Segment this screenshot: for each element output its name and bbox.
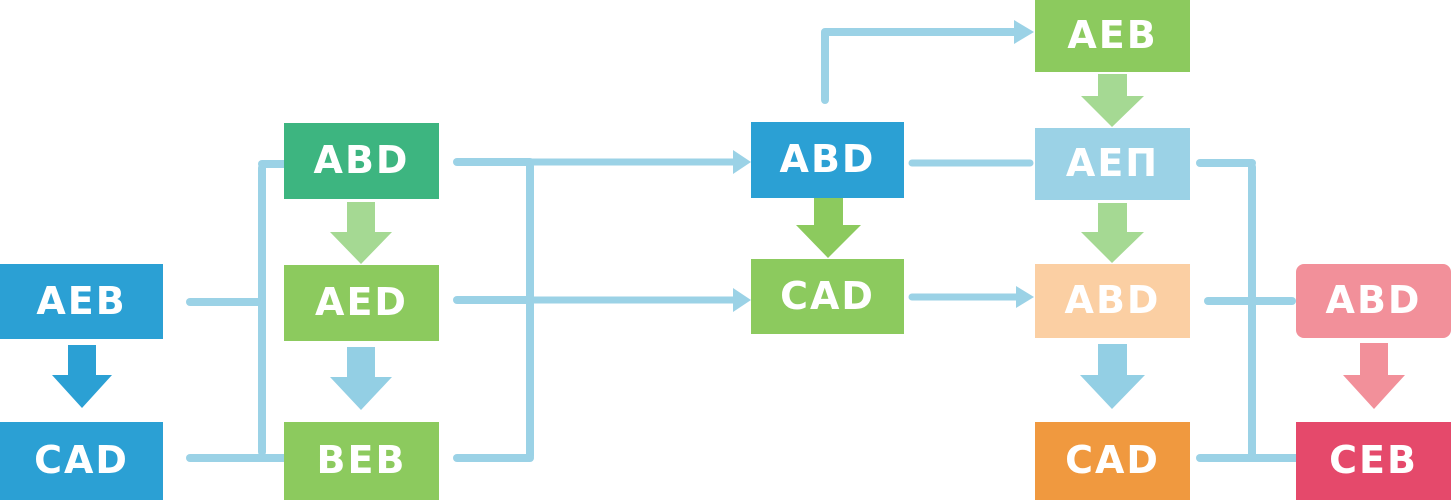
node-abd-col5-middle[interactable]: ABD (1296, 264, 1451, 338)
node-abd-col4-third[interactable]: ABD (1035, 264, 1190, 338)
node-ceb-col5-bottom[interactable]: CEB (1296, 422, 1451, 500)
arrow-aeb-to-cad (52, 345, 112, 408)
left-bracket-connector (186, 160, 290, 462)
node-label: ABD (1064, 278, 1161, 322)
node-label: CAD (780, 273, 875, 318)
right-bracket-connector (1196, 159, 1304, 462)
node-cad-col3-middle[interactable]: CAD (751, 259, 904, 334)
node-beb-col2-bottom[interactable]: BEB (284, 422, 439, 500)
node-label: ABD (1325, 278, 1422, 322)
node-label: AEB (1067, 13, 1158, 57)
arrow-aepi-to-abd (1081, 203, 1144, 263)
arrow-abd-to-cad-right (1080, 344, 1145, 409)
node-label: AED (315, 280, 408, 324)
node-aed-col2-middle[interactable]: AED (284, 265, 439, 341)
feedback-loop-connector (821, 20, 1034, 104)
node-label: ABD (313, 138, 410, 182)
center-bracket-connector (453, 150, 751, 462)
node-aeb-left-top[interactable]: AEB (0, 264, 163, 339)
arrow-abd-to-cad-middle (796, 198, 861, 258)
node-label: ABD (779, 137, 876, 181)
node-label: AEΠ (1065, 141, 1160, 185)
arrow-aed-to-beb (330, 347, 392, 410)
node-label: AEB (36, 278, 127, 323)
node-label: CAD (34, 438, 129, 482)
arrow-abd-to-aed (330, 202, 392, 264)
arrow-aeb-to-aepi (1081, 74, 1144, 127)
node-abd-col2-top[interactable]: ABD (284, 123, 439, 199)
node-label: CEB (1329, 438, 1418, 482)
node-aepi-col4-second[interactable]: AEΠ (1035, 128, 1190, 200)
node-cad-left-bottom[interactable]: CAD (0, 422, 163, 500)
arrow-abd-to-ceb (1343, 343, 1405, 409)
node-cad-col4-bottom[interactable]: CAD (1035, 422, 1190, 500)
cad-to-abd-connector (908, 286, 1034, 308)
node-label: BEB (316, 438, 407, 482)
node-abd-col3-top[interactable]: ABD (751, 122, 904, 198)
node-label: CAD (1065, 438, 1160, 482)
node-aeb-col4-top[interactable]: AEB (1035, 0, 1190, 72)
